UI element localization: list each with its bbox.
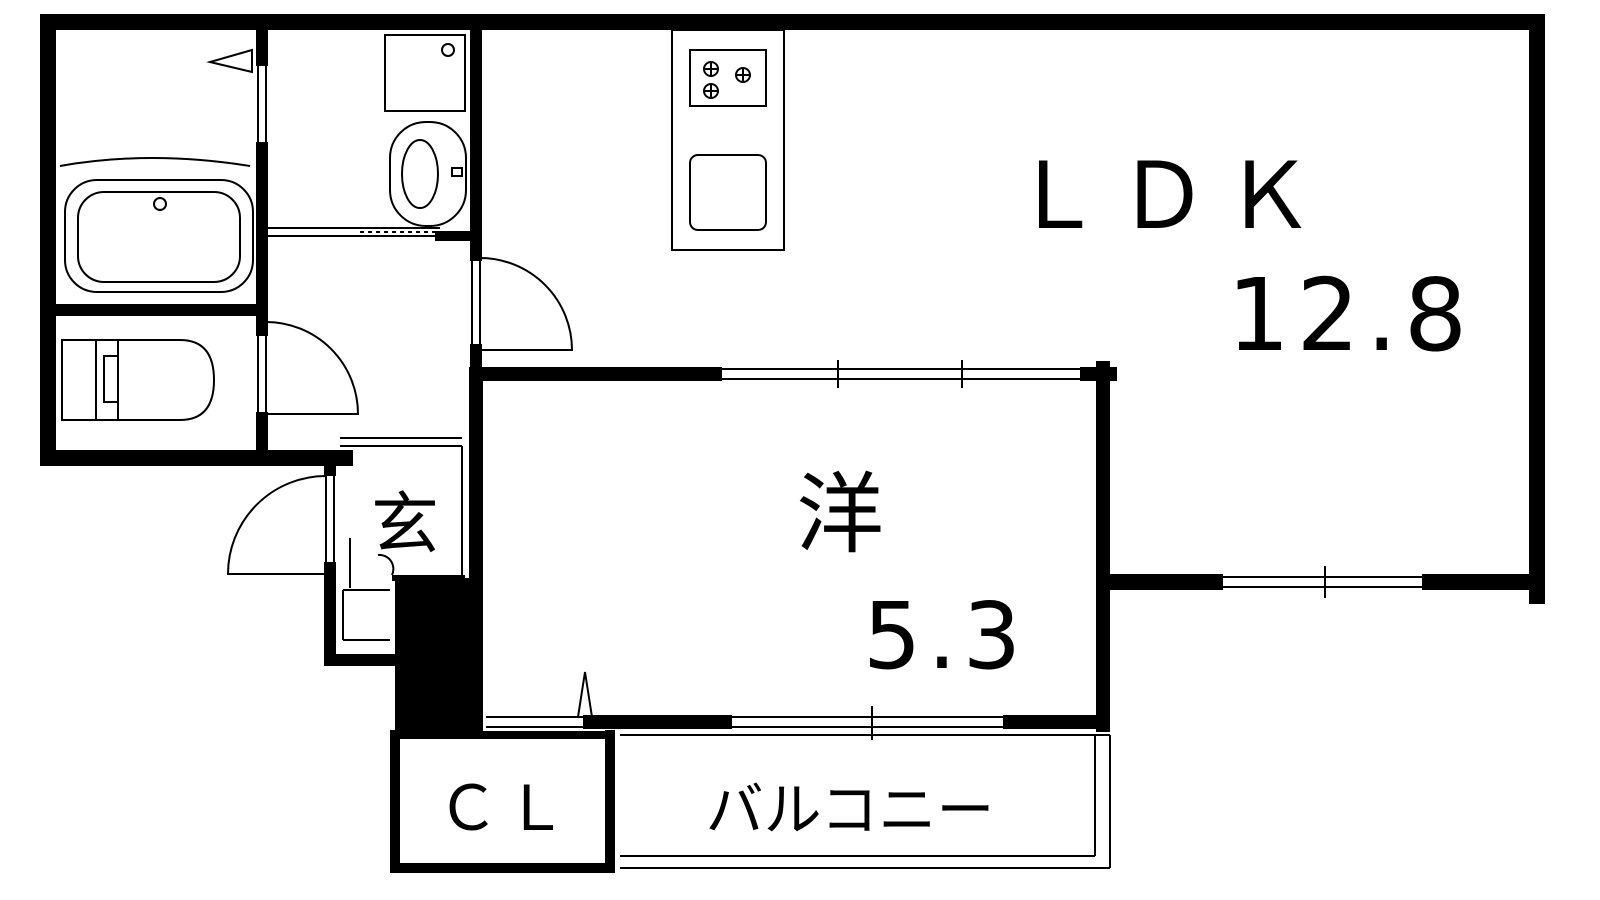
washbasin-icon bbox=[389, 121, 467, 227]
entrance-door-icon bbox=[226, 475, 327, 575]
entrance-label: 玄 bbox=[371, 486, 439, 565]
walls bbox=[40, 14, 1545, 873]
ldk-label: ＬＤＫ bbox=[1011, 143, 1329, 250]
bath-door-icon bbox=[206, 48, 253, 74]
ldk-size: 12.8 bbox=[1227, 257, 1474, 374]
toilet-icon bbox=[61, 339, 216, 421]
stove-icon bbox=[689, 49, 767, 107]
washing-machine-icon bbox=[384, 34, 466, 112]
balcony-label: バルコニー bbox=[706, 776, 995, 844]
western-label: 洋 bbox=[796, 463, 884, 566]
western-size: 5.3 bbox=[863, 583, 1027, 690]
toilet-door-icon bbox=[265, 321, 360, 415]
closet-door-icon bbox=[576, 671, 594, 718]
kitchen-counter bbox=[671, 29, 785, 251]
windows bbox=[257, 60, 1430, 869]
closet-label: ＣＬ bbox=[437, 772, 573, 845]
structural-column bbox=[395, 578, 477, 733]
ldk-door-icon bbox=[479, 257, 574, 351]
sink-icon bbox=[689, 154, 767, 231]
door-swings bbox=[206, 48, 594, 718]
bathtub-icon bbox=[59, 157, 254, 293]
